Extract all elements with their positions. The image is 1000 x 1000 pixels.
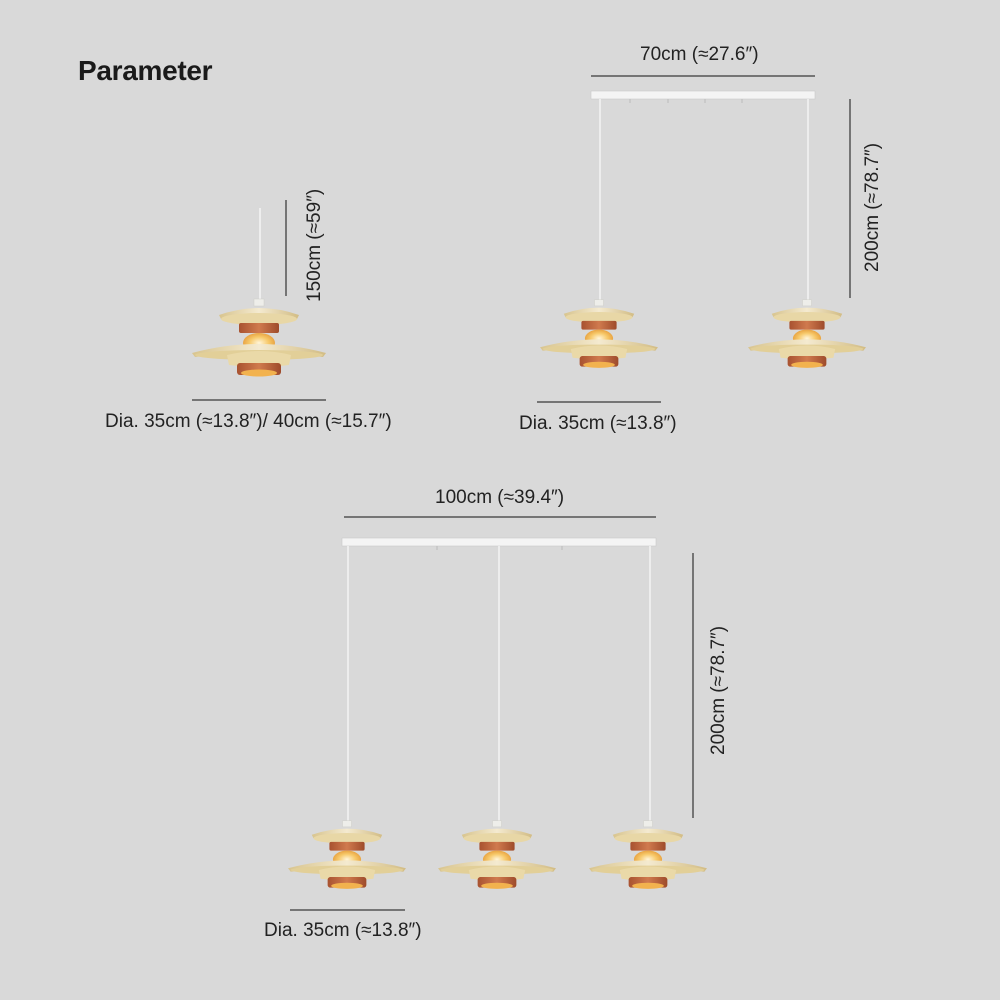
- single-height-label: 150cm (≈59″): [304, 188, 325, 302]
- double-width-label: 70cm (≈27.6″): [640, 44, 759, 65]
- triple-pendant-left: [287, 546, 407, 890]
- triple-pendant-right: [588, 546, 708, 890]
- triple-height-label: 200cm (≈78.7″): [708, 625, 729, 755]
- double-height-label: 200cm (≈78.7″): [862, 142, 883, 272]
- double-diameter-label: Dia. 35cm (≈13.8″): [519, 413, 677, 434]
- double-pendant-right: [747, 99, 867, 369]
- double-canopy-bar: [590, 90, 816, 103]
- single-diameter-label: Dia. 35cm (≈13.8″)/ 40cm (≈15.7″): [105, 411, 392, 432]
- triple-width-label: 100cm (≈39.4″): [435, 487, 565, 508]
- single-pendant: [191, 208, 327, 377]
- triple-diameter-label: Dia. 35cm (≈13.8″): [264, 920, 422, 941]
- page-title: Parameter: [78, 55, 213, 86]
- triple-pendant-center: [437, 546, 557, 890]
- double-pendant-left: [539, 99, 659, 369]
